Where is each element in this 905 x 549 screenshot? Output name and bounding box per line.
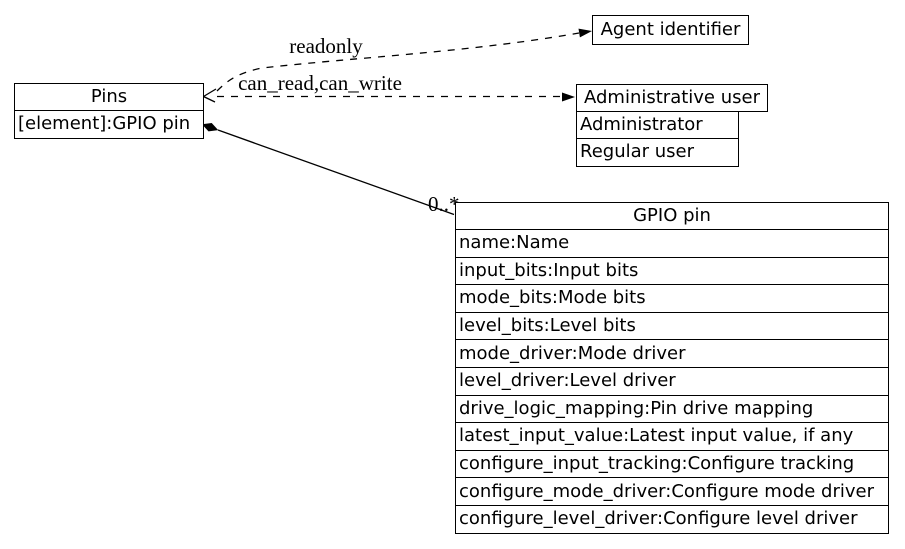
gpio-attribute-configure-input-tracking: configure_input_tracking:Configure track… xyxy=(456,449,888,478)
gpio-attribute-configure-level-driver: configure_level_driver:Configure level d… xyxy=(456,504,888,533)
gpio-attribute-name: name:Name xyxy=(456,229,888,257)
gpio-attribute-configure-mode-driver: configure_mode_driver:Configure mode dri… xyxy=(456,477,888,505)
can-read-arrowhead-icon xyxy=(562,92,575,102)
node-administrative-user: Administrative user xyxy=(576,84,768,112)
gpio-attribute-drive-logic-mapping: drive_logic_mapping:Pin drive mapping xyxy=(456,394,888,423)
subtype-regular-user: Regular user xyxy=(577,138,738,166)
readonly-edge-line xyxy=(216,32,580,92)
node-agent-identifier: Agent identifier xyxy=(592,15,749,45)
node-administrative-user-subtypes: Administrator Regular user xyxy=(576,110,739,167)
gpio-attribute-level-bits: level_bits:Level bits xyxy=(456,311,888,340)
gpio-attribute-mode-bits: mode_bits:Mode bits xyxy=(456,284,888,312)
subtype-administrator: Administrator xyxy=(580,113,703,135)
node-pins-title: Pins xyxy=(90,86,128,107)
composition-edge-line xyxy=(217,129,455,216)
edge-label-multiplicity: 0..* xyxy=(428,192,460,216)
pins-open-arrowhead-icon xyxy=(202,88,217,103)
gpio-attribute-mode-driver: mode_driver:Mode driver xyxy=(456,339,888,367)
edge-label-readonly: readonly xyxy=(289,34,363,58)
readonly-arrowhead-icon xyxy=(578,28,592,38)
composition-diamond-icon xyxy=(202,123,219,132)
node-pins-attribute: [element]:GPIO pin xyxy=(15,110,203,138)
node-gpio-pin: GPIO pin name:Name input_bits:Input bits… xyxy=(455,202,889,534)
node-pins: Pins [element]:GPIO pin xyxy=(14,83,204,139)
node-gpio-pin-title: GPIO pin xyxy=(633,205,711,226)
edge-label-can-read-can-write: can_read,can_write xyxy=(238,71,402,95)
gpio-attribute-input-bits: input_bits:Input bits xyxy=(456,256,888,285)
gpio-attribute-level-driver: level_driver:Level driver xyxy=(456,366,888,395)
gpio-attribute-latest-input-value: latest_input_value:Latest input value, i… xyxy=(456,422,888,450)
